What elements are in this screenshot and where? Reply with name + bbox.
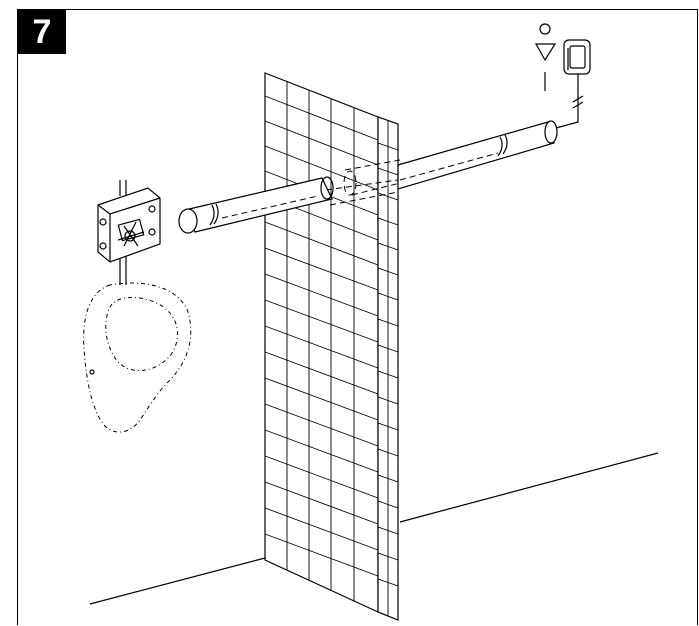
switch-cable xyxy=(555,74,584,129)
on-off-symbol-icon xyxy=(534,23,557,91)
conduit-pipe-right xyxy=(397,120,558,190)
urinal-outline-icon xyxy=(83,282,192,433)
junction-box-icon xyxy=(97,187,161,263)
step-number-badge: 7 xyxy=(18,10,66,54)
conduit-pipe-left xyxy=(178,176,334,234)
supply-pipes xyxy=(119,180,127,285)
figure-frame xyxy=(17,9,698,625)
wall-switch-icon xyxy=(563,39,591,75)
tiled-pillar xyxy=(264,72,399,621)
hidden-conduit xyxy=(325,159,401,206)
floor-lines xyxy=(89,452,659,605)
